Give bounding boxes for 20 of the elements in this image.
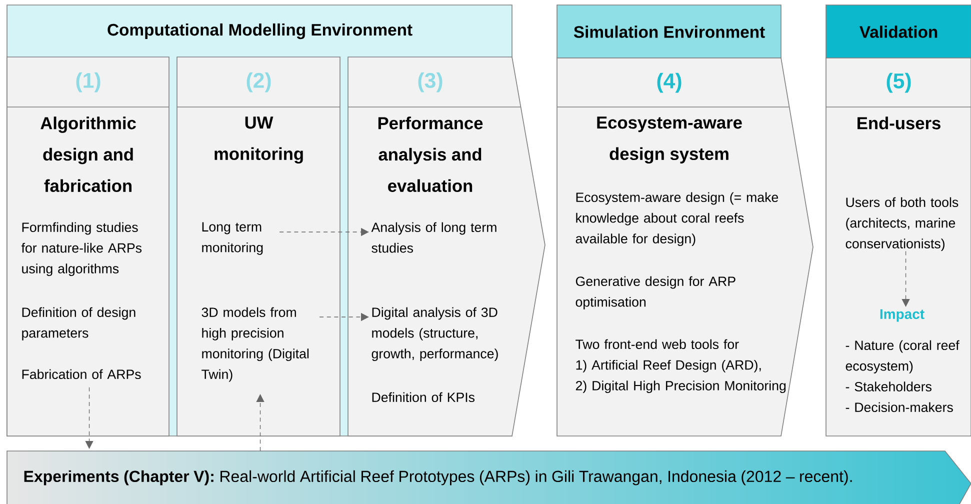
body-text: Definition of design parameters <box>22 307 136 340</box>
bullet-list: - Nature (coral reef ecosystem) - Stakeholders - Decision-makers <box>846 340 960 412</box>
section-heading: Simulation Environment <box>574 26 765 38</box>
body-text: Fabrication of ARPs <box>22 369 141 380</box>
body-text: Users of both tools (architects, marine conservationists) <box>846 197 958 252</box>
body-text: Formfinding studies for nature-like ARPs using algorithms <box>21 222 142 276</box>
body-text: Generative design for ARP optimisation <box>576 276 736 310</box>
section-heading: Computational Modelling Environment <box>108 23 412 40</box>
body-text: Definition of KPIs <box>372 392 475 402</box>
body-text: Ecosystem-aware design (= make knowledge about coral reefs available for design) <box>576 192 778 246</box>
impact-label: Impact <box>880 309 924 322</box>
arrow <box>85 387 94 449</box>
body-text: Digital analysis of 3D models (structure, growth, performance) <box>372 307 498 362</box>
arrow <box>902 250 910 307</box>
bullet-list: Two front-end web tools for 1) Artificial Reef Design (ARD), 2) Digital High Precision Monitoring <box>576 339 786 394</box>
section-heading: Validation <box>860 26 938 38</box>
body-text: Analysis of long term studies <box>371 222 496 253</box>
body-text: Long term monitoring <box>202 222 263 255</box>
body-text: 3D models from high precision monitoring (Digital Twin) <box>202 307 309 382</box>
experiments-arrow-banner: Experiments (Chapter V): Real-world Artificial Reef Prototypes (ARPs) in Gili Trawangan, Indonesia (2012 – recent). <box>6 450 971 504</box>
